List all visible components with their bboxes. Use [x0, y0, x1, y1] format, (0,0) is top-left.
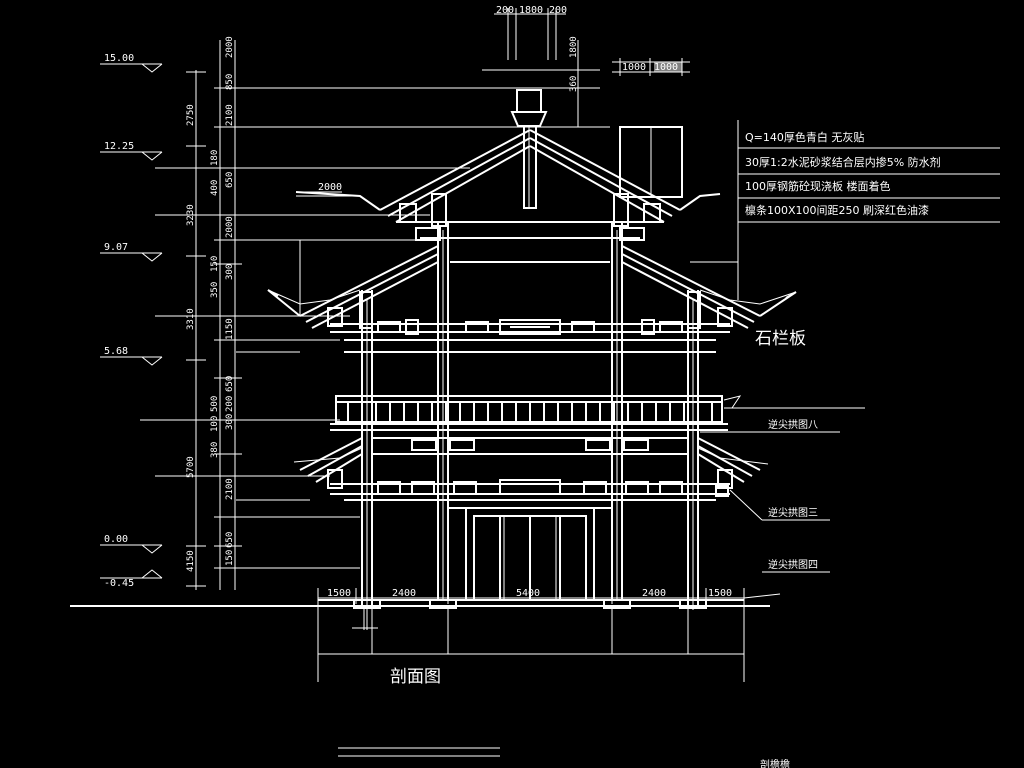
roof-finial [510, 89, 548, 209]
note-line: Q=140厚色青白 无灰贴 [745, 130, 864, 144]
elevation-markers: 15.00 12.25 9.07 5.68 0.00 -0.45 [100, 53, 163, 589]
svg-text:360: 360 [569, 76, 579, 92]
drawing-title: 剖面图 剖檐檐 [338, 667, 790, 768]
svg-text:5400: 5400 [516, 588, 540, 599]
note-line: 檩条100X100间距250 刷深红色油漆 [745, 203, 929, 217]
elevation-marker: -0.45 [100, 569, 163, 589]
svg-text:650: 650 [225, 172, 235, 188]
svg-text:300: 300 [225, 264, 235, 280]
upper-bracket-band [330, 319, 730, 353]
elevation-marker: 12.25 [100, 141, 163, 161]
svg-text:12.25: 12.25 [104, 141, 134, 152]
lower-eaves [293, 437, 769, 489]
svg-text:300: 300 [225, 414, 235, 430]
bottom-dimensions: 1500 2400 5400 2400 1500 [317, 588, 745, 604]
left-dimension-labels: 2000 850 2100 2750 400 180 650 3230 2000… [186, 36, 235, 572]
svg-text:1150: 1150 [225, 318, 235, 340]
svg-text:2000: 2000 [225, 216, 235, 238]
right-labels: 石栏板 逆尖拱图八 逆尖拱图三 逆尖拱图四 [700, 329, 865, 573]
svg-text:5700: 5700 [186, 456, 196, 478]
balustrade [330, 395, 728, 431]
svg-text:4150: 4150 [186, 550, 196, 572]
svg-text:850: 850 [225, 74, 235, 90]
section-title: 剖面图 [390, 667, 441, 687]
svg-text:200: 200 [549, 5, 567, 16]
beam-label: 逆尖拱图三 [768, 506, 818, 519]
svg-text:500: 500 [210, 396, 220, 412]
svg-text:-0.45: -0.45 [104, 578, 134, 589]
svg-text:2000: 2000 [225, 36, 235, 58]
elevation-marker: 5.68 [100, 346, 163, 366]
elevation-marker: 0.00 [100, 534, 163, 554]
svg-text:0.00: 0.00 [104, 534, 128, 545]
lower-bracket-band [330, 437, 730, 501]
svg-text:3230: 3230 [186, 204, 196, 226]
svg-text:100: 100 [210, 416, 220, 432]
svg-text:2100: 2100 [225, 478, 235, 500]
svg-text:650: 650 [225, 532, 235, 548]
upper-roof: 2000 [295, 129, 721, 227]
svg-text:350: 350 [210, 282, 220, 298]
svg-text:1000: 1000 [622, 62, 646, 73]
svg-text:650: 650 [225, 376, 235, 392]
svg-text:2400: 2400 [642, 588, 666, 599]
beam-label: 逆尖拱图四 [768, 558, 818, 571]
svg-text:2000: 2000 [318, 182, 342, 193]
svg-text:2750: 2750 [186, 104, 196, 126]
note-line: 100厚钢筋砼现浇板 楼面着色 [745, 179, 891, 193]
svg-text:15.00: 15.00 [104, 53, 134, 64]
svg-text:380: 380 [210, 442, 220, 458]
svg-text:2400: 2400 [392, 588, 416, 599]
svg-text:1500: 1500 [708, 588, 732, 599]
svg-text:9.07: 9.07 [104, 242, 128, 253]
note-line: 30厚1:2水泥砂浆结合层内掺5% 防水剂 [745, 155, 941, 169]
stone-rail-label: 石栏板 [755, 329, 806, 349]
svg-text:150: 150 [225, 550, 235, 566]
main-columns [361, 230, 699, 630]
svg-text:400: 400 [210, 180, 220, 196]
material-notes: Q=140厚色青白 无灰贴 30厚1:2水泥砂浆结合层内掺5% 防水剂 100厚… [690, 120, 1000, 300]
top-dimensions: 200 1800 200 360 1800 1000 1000 [482, 5, 690, 128]
entrance-doors [448, 507, 612, 601]
footer-text: 剖檐檐 [760, 758, 790, 768]
svg-text:200: 200 [225, 396, 235, 412]
foundation [70, 590, 781, 682]
elevation-marker: 15.00 [100, 53, 163, 73]
svg-text:2100: 2100 [225, 104, 235, 126]
svg-text:1800: 1800 [519, 5, 543, 16]
svg-text:150: 150 [210, 256, 220, 272]
svg-text:200: 200 [496, 5, 514, 16]
upper-storey [415, 222, 645, 340]
svg-text:1800: 1800 [569, 36, 579, 58]
elevation-marker: 9.07 [100, 242, 163, 262]
svg-text:5.68: 5.68 [104, 346, 128, 357]
svg-text:180: 180 [210, 150, 220, 166]
middle-roof [267, 240, 797, 329]
dimension-chains [140, 40, 610, 590]
beam-label: 逆尖拱图八 [768, 418, 818, 431]
svg-text:1500: 1500 [327, 588, 351, 599]
svg-text:3310: 3310 [186, 308, 196, 330]
